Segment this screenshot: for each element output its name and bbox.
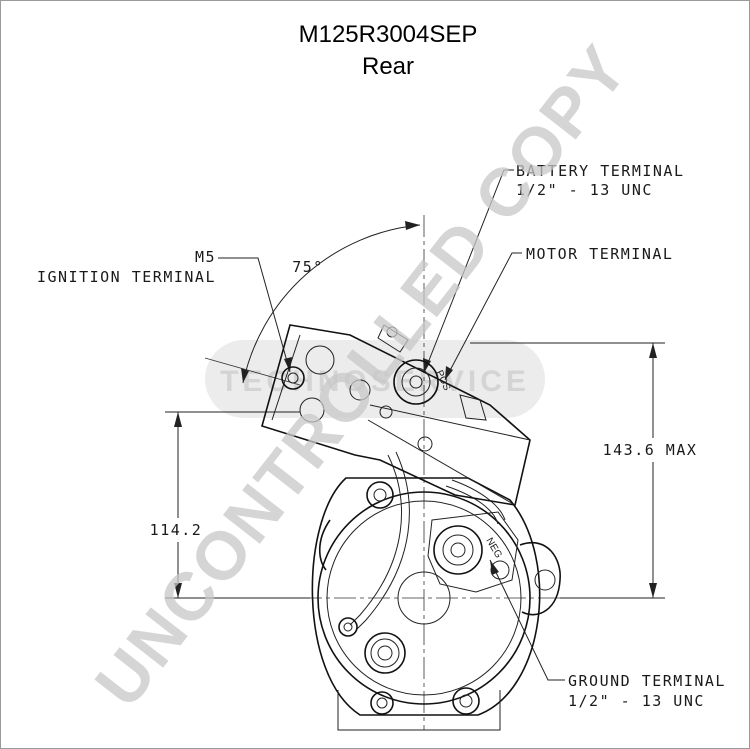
center-lines [300, 215, 560, 730]
lower-post [364, 632, 406, 674]
battery-terminal-label: BATTERY TERMINAL [516, 162, 685, 180]
ignition-terminal-label: IGNITION TERMINAL [37, 268, 216, 286]
motor-housing [311, 477, 561, 731]
leader-lines [218, 169, 565, 681]
dimension-height-center: 114.2 [150, 411, 310, 599]
angle-label: 75° [292, 258, 324, 276]
angle-dimension: 75° [204, 221, 421, 386]
mounting-bolts [366, 481, 480, 715]
ignition-terminal [281, 366, 305, 390]
part-number-title: M125R3004SEP [299, 21, 478, 48]
cable [338, 451, 506, 637]
motor-terminal-stud [377, 324, 487, 421]
battery-terminal-thread: 1/2" - 13 UNC [516, 181, 653, 199]
solenoid [261, 324, 531, 506]
neg-marking: NEG [483, 536, 503, 560]
watermark-uncontrolled-copy: UNCONTROLLED COPY [81, 31, 643, 721]
ground-terminal-assembly: NEG [427, 511, 519, 593]
dimension-height-max: 143.6 MAX [470, 342, 698, 599]
ground-terminal-label: GROUND TERMINAL [568, 672, 726, 690]
ground-terminal-thread: 1/2" - 13 UNC [568, 692, 705, 710]
view-subtitle: Rear [362, 53, 414, 80]
dimension-height-center-label: 114.2 [150, 521, 203, 539]
ignition-size-label: M5 [195, 248, 216, 266]
motor-terminal-label: MOTOR TERMINAL [526, 245, 673, 263]
dimension-height-max-label: 143.6 MAX [603, 441, 698, 459]
